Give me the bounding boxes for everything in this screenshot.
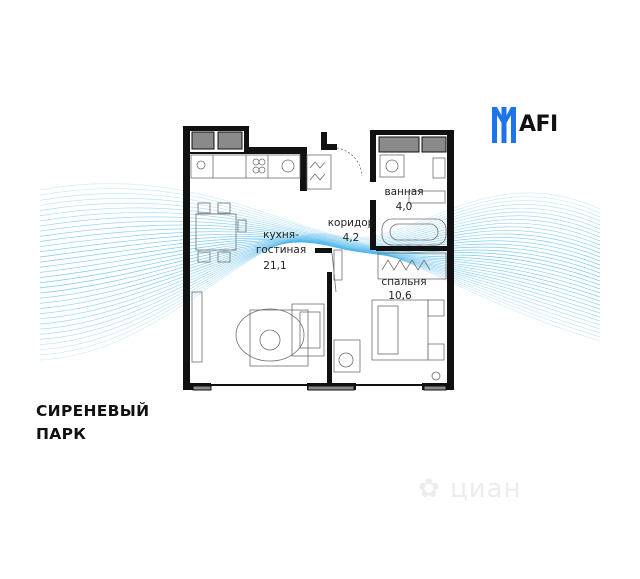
wave-line [39, 238, 601, 335]
corridor-name: коридор [328, 217, 375, 229]
wave-line [39, 241, 601, 294]
cian-logo-icon: ✿ [418, 474, 441, 504]
afi-logo: AFI [491, 104, 558, 144]
kitchen-name-1: кухня- [263, 229, 299, 241]
bedroom-area: 10,6 [388, 290, 412, 302]
wave-line [39, 239, 601, 325]
bedroom-name: спальня [381, 276, 426, 288]
wave-line [39, 237, 601, 340]
watermark-text: циан [450, 474, 522, 504]
wave-line [39, 238, 601, 330]
wave-line [39, 197, 601, 242]
wave-line [39, 233, 601, 361]
bathroom-name: ванная [384, 186, 423, 198]
furniture [190, 147, 447, 381]
wave-line [39, 188, 601, 240]
kitchen-name-2: гостиная [256, 244, 306, 256]
wave-line [39, 241, 601, 299]
room-labels: кухня- гостиная 21,1 коридор 4,2 ванная … [256, 186, 427, 302]
project-name: СИРЕНЕВЫЙ ПАРК [36, 400, 149, 446]
wave-line [39, 183, 601, 238]
wave-line [39, 241, 601, 309]
wave-line [39, 240, 601, 320]
logo-text: AFI [519, 111, 558, 137]
decorative-waves [39, 183, 601, 361]
wave-line [39, 236, 601, 345]
wave-line [39, 207, 601, 244]
wave-line [39, 241, 601, 284]
project-name-line1: СИРЕНЕВЫЙ [36, 402, 150, 420]
project-name-line2: ПАРК [36, 425, 87, 443]
afi-logo-icon [492, 107, 516, 143]
windows [191, 131, 447, 391]
wave-line [39, 235, 601, 351]
wave-line [39, 234, 601, 356]
wave-line [39, 241, 601, 304]
corridor-area: 4,2 [343, 232, 360, 244]
bathroom-area: 4,0 [396, 201, 413, 213]
wave-line [39, 193, 601, 241]
wave-line [39, 212, 601, 246]
wave-line [39, 240, 601, 314]
wave-line [39, 216, 601, 247]
kitchen-area: 21,1 [263, 260, 286, 272]
cian-watermark: ✿ циан [418, 474, 522, 504]
wave-line [39, 202, 601, 243]
